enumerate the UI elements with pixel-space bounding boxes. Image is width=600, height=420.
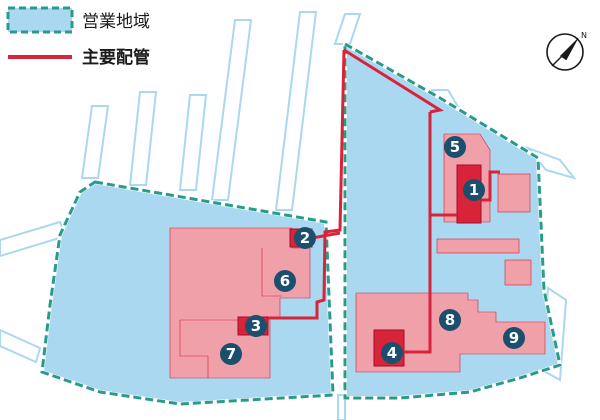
building-annex-a [497, 173, 531, 213]
legend: 営業地域 主要配管 [6, 6, 150, 68]
main-pipes [268, 48, 500, 354]
marker-6[interactable]: 6 [274, 270, 296, 292]
marker-3[interactable]: 3 [245, 315, 267, 337]
pipe-branch-1b [481, 170, 500, 202]
svg-text:1: 1 [469, 181, 479, 199]
building-annex-c [504, 259, 532, 286]
svg-text:9: 9 [509, 329, 519, 347]
legend-main-pipe-label: 主要配管 [82, 47, 150, 68]
marker-1[interactable]: 1 [463, 179, 485, 201]
service-area-east-border [343, 41, 562, 400]
map-markers: 1 2 3 4 5 6 7 8 [220, 136, 525, 365]
pipe-branch-2 [311, 231, 341, 240]
svg-text:4: 4 [387, 344, 397, 362]
svg-text:5: 5 [450, 138, 460, 156]
service-area-west-border [40, 180, 335, 406]
building-annex-b [436, 238, 520, 254]
compass-icon: N [546, 31, 587, 71]
pipe-trunk-west [268, 49, 346, 320]
buildings-west [169, 227, 311, 379]
marker-4[interactable]: 4 [381, 342, 403, 364]
svg-text:3: 3 [251, 317, 261, 335]
svg-text:8: 8 [445, 311, 455, 329]
legend-service-area-label: 営業地域 [82, 12, 150, 32]
pipe-trunk-east [404, 112, 432, 354]
svg-text:7: 7 [226, 345, 236, 363]
marker-9[interactable]: 9 [503, 327, 525, 349]
pipe-trunk-north [343, 48, 444, 114]
marker-2[interactable]: 2 [294, 227, 316, 249]
svg-text:6: 6 [280, 272, 290, 290]
svg-text:2: 2 [300, 229, 310, 247]
marker-8[interactable]: 8 [439, 309, 461, 331]
compass-north-label: N [581, 31, 587, 40]
marker-5[interactable]: 5 [444, 136, 466, 158]
legend-service-area-swatch [6, 6, 74, 34]
marker-7[interactable]: 7 [220, 343, 242, 365]
